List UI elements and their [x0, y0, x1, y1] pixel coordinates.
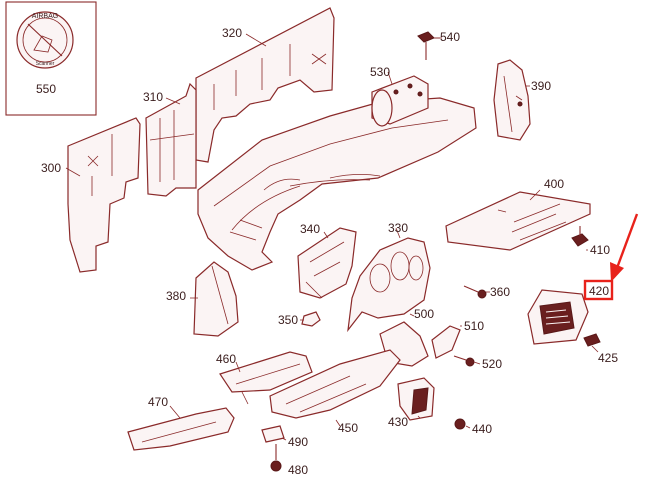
callout-320: 320 [222, 26, 242, 40]
panel-510 [431, 325, 461, 359]
callout-440: 440 [472, 422, 492, 436]
callout-350: 350 [278, 313, 298, 327]
insulation-panel-300 [67, 117, 141, 273]
callout-470: 470 [148, 395, 168, 409]
callout-480: 480 [288, 463, 308, 477]
screw-410 [571, 226, 589, 247]
callout-500: 500 [414, 307, 434, 321]
callout-300: 300 [41, 161, 61, 175]
vent-430 [397, 377, 435, 421]
callout-490: 490 [288, 435, 308, 449]
callout-340: 340 [300, 222, 320, 236]
callout-510: 510 [464, 319, 484, 333]
callout-330: 330 [388, 221, 408, 235]
dashboard-body [197, 97, 477, 271]
screw-360 [463, 285, 487, 299]
callout-420: 420 [589, 284, 609, 298]
insulation-panel-320 [195, 7, 335, 163]
badge-top-text: AIRBAG [32, 13, 58, 20]
callout-520: 520 [482, 357, 502, 371]
callout-530: 530 [370, 65, 390, 79]
highlight-box [583, 279, 614, 301]
arrow-shaft [615, 213, 639, 269]
side-cover-390 [493, 59, 531, 141]
callout-410: 410 [590, 243, 610, 257]
screw-440 [454, 418, 466, 430]
callout-390: 390 [531, 79, 551, 93]
glovebox-housing-530 [371, 75, 429, 127]
badge-bottom-text: Scanner [36, 61, 55, 67]
side-trim-380 [193, 261, 239, 337]
bracket-340 [297, 227, 357, 299]
air-vent-420 [527, 289, 589, 345]
screw-520 [453, 355, 475, 367]
duct-470 [127, 407, 235, 451]
callout-540: 540 [440, 30, 460, 44]
screw-480 [270, 444, 282, 472]
airbag-warning-label-part: AIRBAG Scanner [5, 1, 97, 116]
arrow-head-icon [610, 262, 624, 282]
duct-450 [269, 349, 401, 419]
callout-310: 310 [143, 90, 163, 104]
clip-490 [261, 425, 285, 443]
highlight-420 [583, 213, 639, 301]
callout-450: 450 [338, 421, 358, 435]
callout-460: 460 [216, 352, 236, 366]
callout-400: 400 [544, 177, 564, 191]
duct-460 [219, 351, 313, 405]
callout-425: 425 [598, 351, 618, 365]
callout-380: 380 [166, 289, 186, 303]
leader-lines [65, 33, 599, 441]
clip-350 [301, 311, 321, 327]
callout-550: 550 [36, 82, 56, 96]
callout-360: 360 [490, 285, 510, 299]
instrument-frame-330 [347, 237, 431, 333]
screw-540 [417, 31, 442, 60]
lower-panel-400 [445, 191, 591, 251]
insulation-panel-310 [145, 82, 197, 197]
callout-430: 430 [388, 415, 408, 429]
screw-425 [583, 333, 601, 347]
